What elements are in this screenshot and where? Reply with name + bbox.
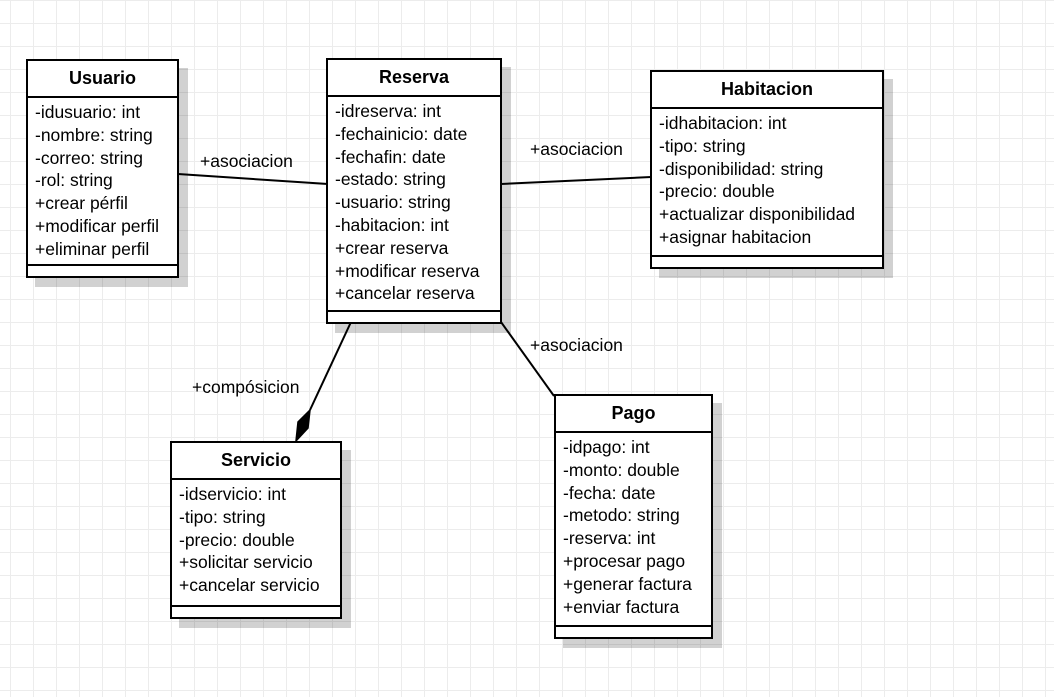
class-title: Habitacion [652, 72, 882, 109]
class-member: -idusuario: int [35, 102, 141, 122]
class-member: -fecha: date [563, 482, 656, 503]
class-member: -rol: string [35, 170, 113, 191]
class-member: -disponibilidad: string [659, 158, 824, 179]
class-title: Servicio [172, 443, 340, 480]
class-member: -fechainicio: date [335, 123, 468, 144]
class-member: +procesar pago [563, 550, 686, 571]
class-member: -tipo: string [179, 506, 266, 527]
association-label-usuario-reserva: +asociacion [200, 151, 293, 171]
class-member: -idhabitacion: int [659, 113, 787, 133]
association-label-reserva-habitacion: +asociacion [530, 139, 623, 159]
class-members: -idusuario: int-nombre: string-correo: s… [28, 98, 177, 261]
class-member: -habitacion: int [335, 214, 449, 235]
class-box-usuario[interactable]: Usuario -idusuario: int-nombre: string-c… [26, 59, 179, 278]
class-member: -fechafin: date [335, 146, 446, 167]
class-member: -precio: double [179, 529, 295, 550]
class-member: -reserva: int [563, 528, 656, 549]
class-box-servicio[interactable]: Servicio -idservicio: int-tipo: string-p… [170, 441, 342, 619]
class-member: -precio: double [659, 181, 775, 202]
class-members: -idhabitacion: int-tipo: string-disponib… [652, 109, 882, 249]
class-divider [328, 310, 500, 312]
class-member: +solicitar servicio [179, 552, 313, 573]
class-member: +asignar habitacion [659, 226, 812, 247]
class-members: -idservicio: int-tipo: string-precio: do… [172, 480, 340, 597]
class-member: +modificar reserva [335, 260, 480, 281]
class-box-pago[interactable]: Pago -idpago: int-monto: double-fecha: d… [554, 394, 713, 639]
class-member: -idreserva: int [335, 101, 442, 121]
class-member: +enviar factura [563, 596, 680, 617]
class-divider [172, 605, 340, 607]
class-box-reserva[interactable]: Reserva -idreserva: int-fechainicio: dat… [326, 58, 502, 324]
class-title: Pago [556, 396, 711, 433]
class-members: -idreserva: int-fechainicio: date-fechaf… [328, 97, 500, 305]
class-divider [556, 625, 711, 627]
class-member: +cancelar servicio [179, 575, 320, 596]
class-divider [28, 264, 177, 266]
class-member: +crear pérfil [35, 193, 128, 214]
association-label-reserva-pago: +asociacion [530, 335, 623, 355]
class-member: -tipo: string [659, 135, 746, 156]
class-member: +generar factura [563, 573, 692, 594]
composition-diamond [295, 407, 311, 444]
class-member: +cancelar reserva [335, 283, 475, 304]
reserva-habitacion-connector [500, 176, 652, 185]
class-member: -idpago: int [563, 437, 650, 457]
class-box-habitacion[interactable]: Habitacion -idhabitacion: int-tipo: stri… [650, 70, 884, 269]
usuario-reserva-connector [177, 173, 329, 185]
class-member: -correo: string [35, 147, 143, 168]
reserva-pago-connector [500, 321, 555, 397]
composition-label-reserva-servicio: +compósicion [192, 377, 300, 397]
class-members: -idpago: int-monto: double-fecha: date-m… [556, 433, 711, 618]
class-member: +modificar perfil [35, 215, 160, 236]
class-member: +eliminar perfil [35, 238, 150, 259]
class-member: +crear reserva [335, 237, 449, 258]
class-member: +actualizar disponibilidad [659, 204, 856, 225]
reserva-servicio-connector [309, 321, 352, 411]
class-divider [652, 255, 882, 257]
class-title: Usuario [28, 61, 177, 98]
class-member: -estado: string [335, 169, 446, 190]
class-member: -monto: double [563, 459, 680, 480]
class-member: -usuario: string [335, 192, 451, 213]
class-member: -metodo: string [563, 505, 680, 526]
class-member: -idservicio: int [179, 484, 286, 504]
class-title: Reserva [328, 60, 500, 97]
class-member: -nombre: string [35, 124, 153, 145]
